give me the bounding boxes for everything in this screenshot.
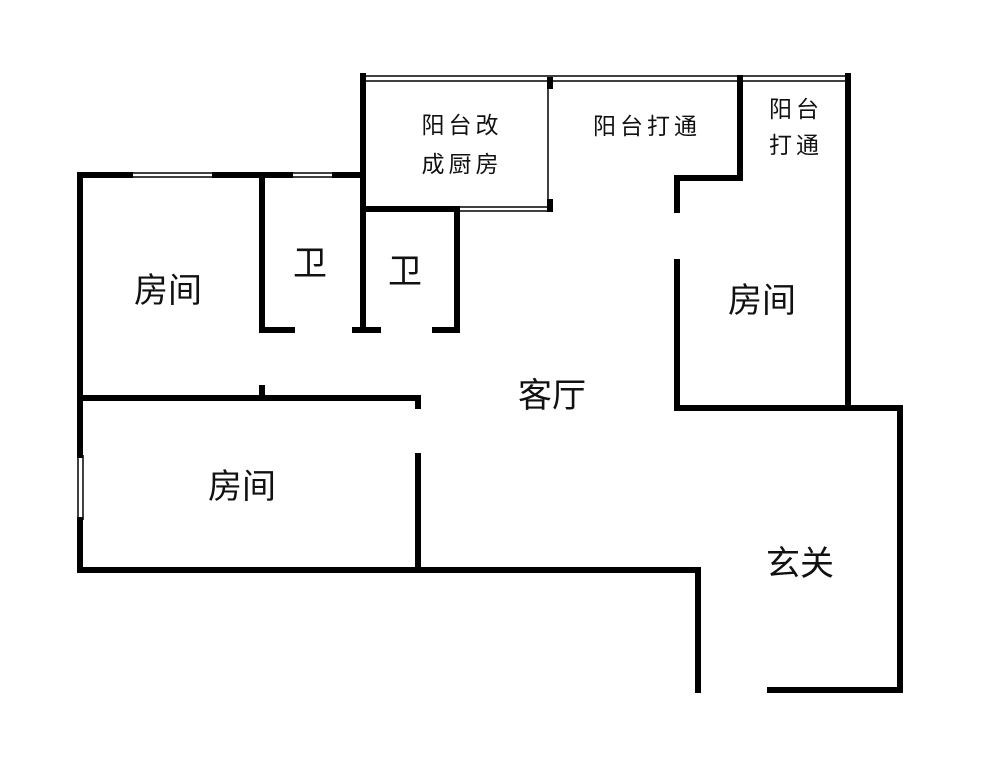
label-entrance: 玄关 bbox=[766, 544, 834, 584]
room-labels: 阳台改 成厨房 阳台打通 阳台 打通 房间 卫 卫 房间 客厅 房间 玄关 bbox=[134, 97, 834, 584]
label-balcony-right-line2: 打通 bbox=[769, 133, 823, 159]
label-bath-2: 卫 bbox=[388, 252, 422, 292]
label-bedroom-top-left: 房间 bbox=[134, 271, 202, 311]
walls bbox=[77, 73, 903, 693]
label-kitchen-line1: 阳台改 bbox=[422, 113, 503, 139]
label-balcony-open-mid: 阳台打通 bbox=[593, 114, 701, 140]
label-balcony-right-line1: 阳台 bbox=[769, 97, 823, 123]
label-bath-1: 卫 bbox=[293, 244, 327, 284]
label-bedroom-bottom-left: 房间 bbox=[208, 467, 276, 507]
label-kitchen-line2: 成厨房 bbox=[422, 152, 503, 178]
label-living-room: 客厅 bbox=[518, 376, 586, 416]
label-bedroom-right: 房间 bbox=[728, 281, 796, 321]
